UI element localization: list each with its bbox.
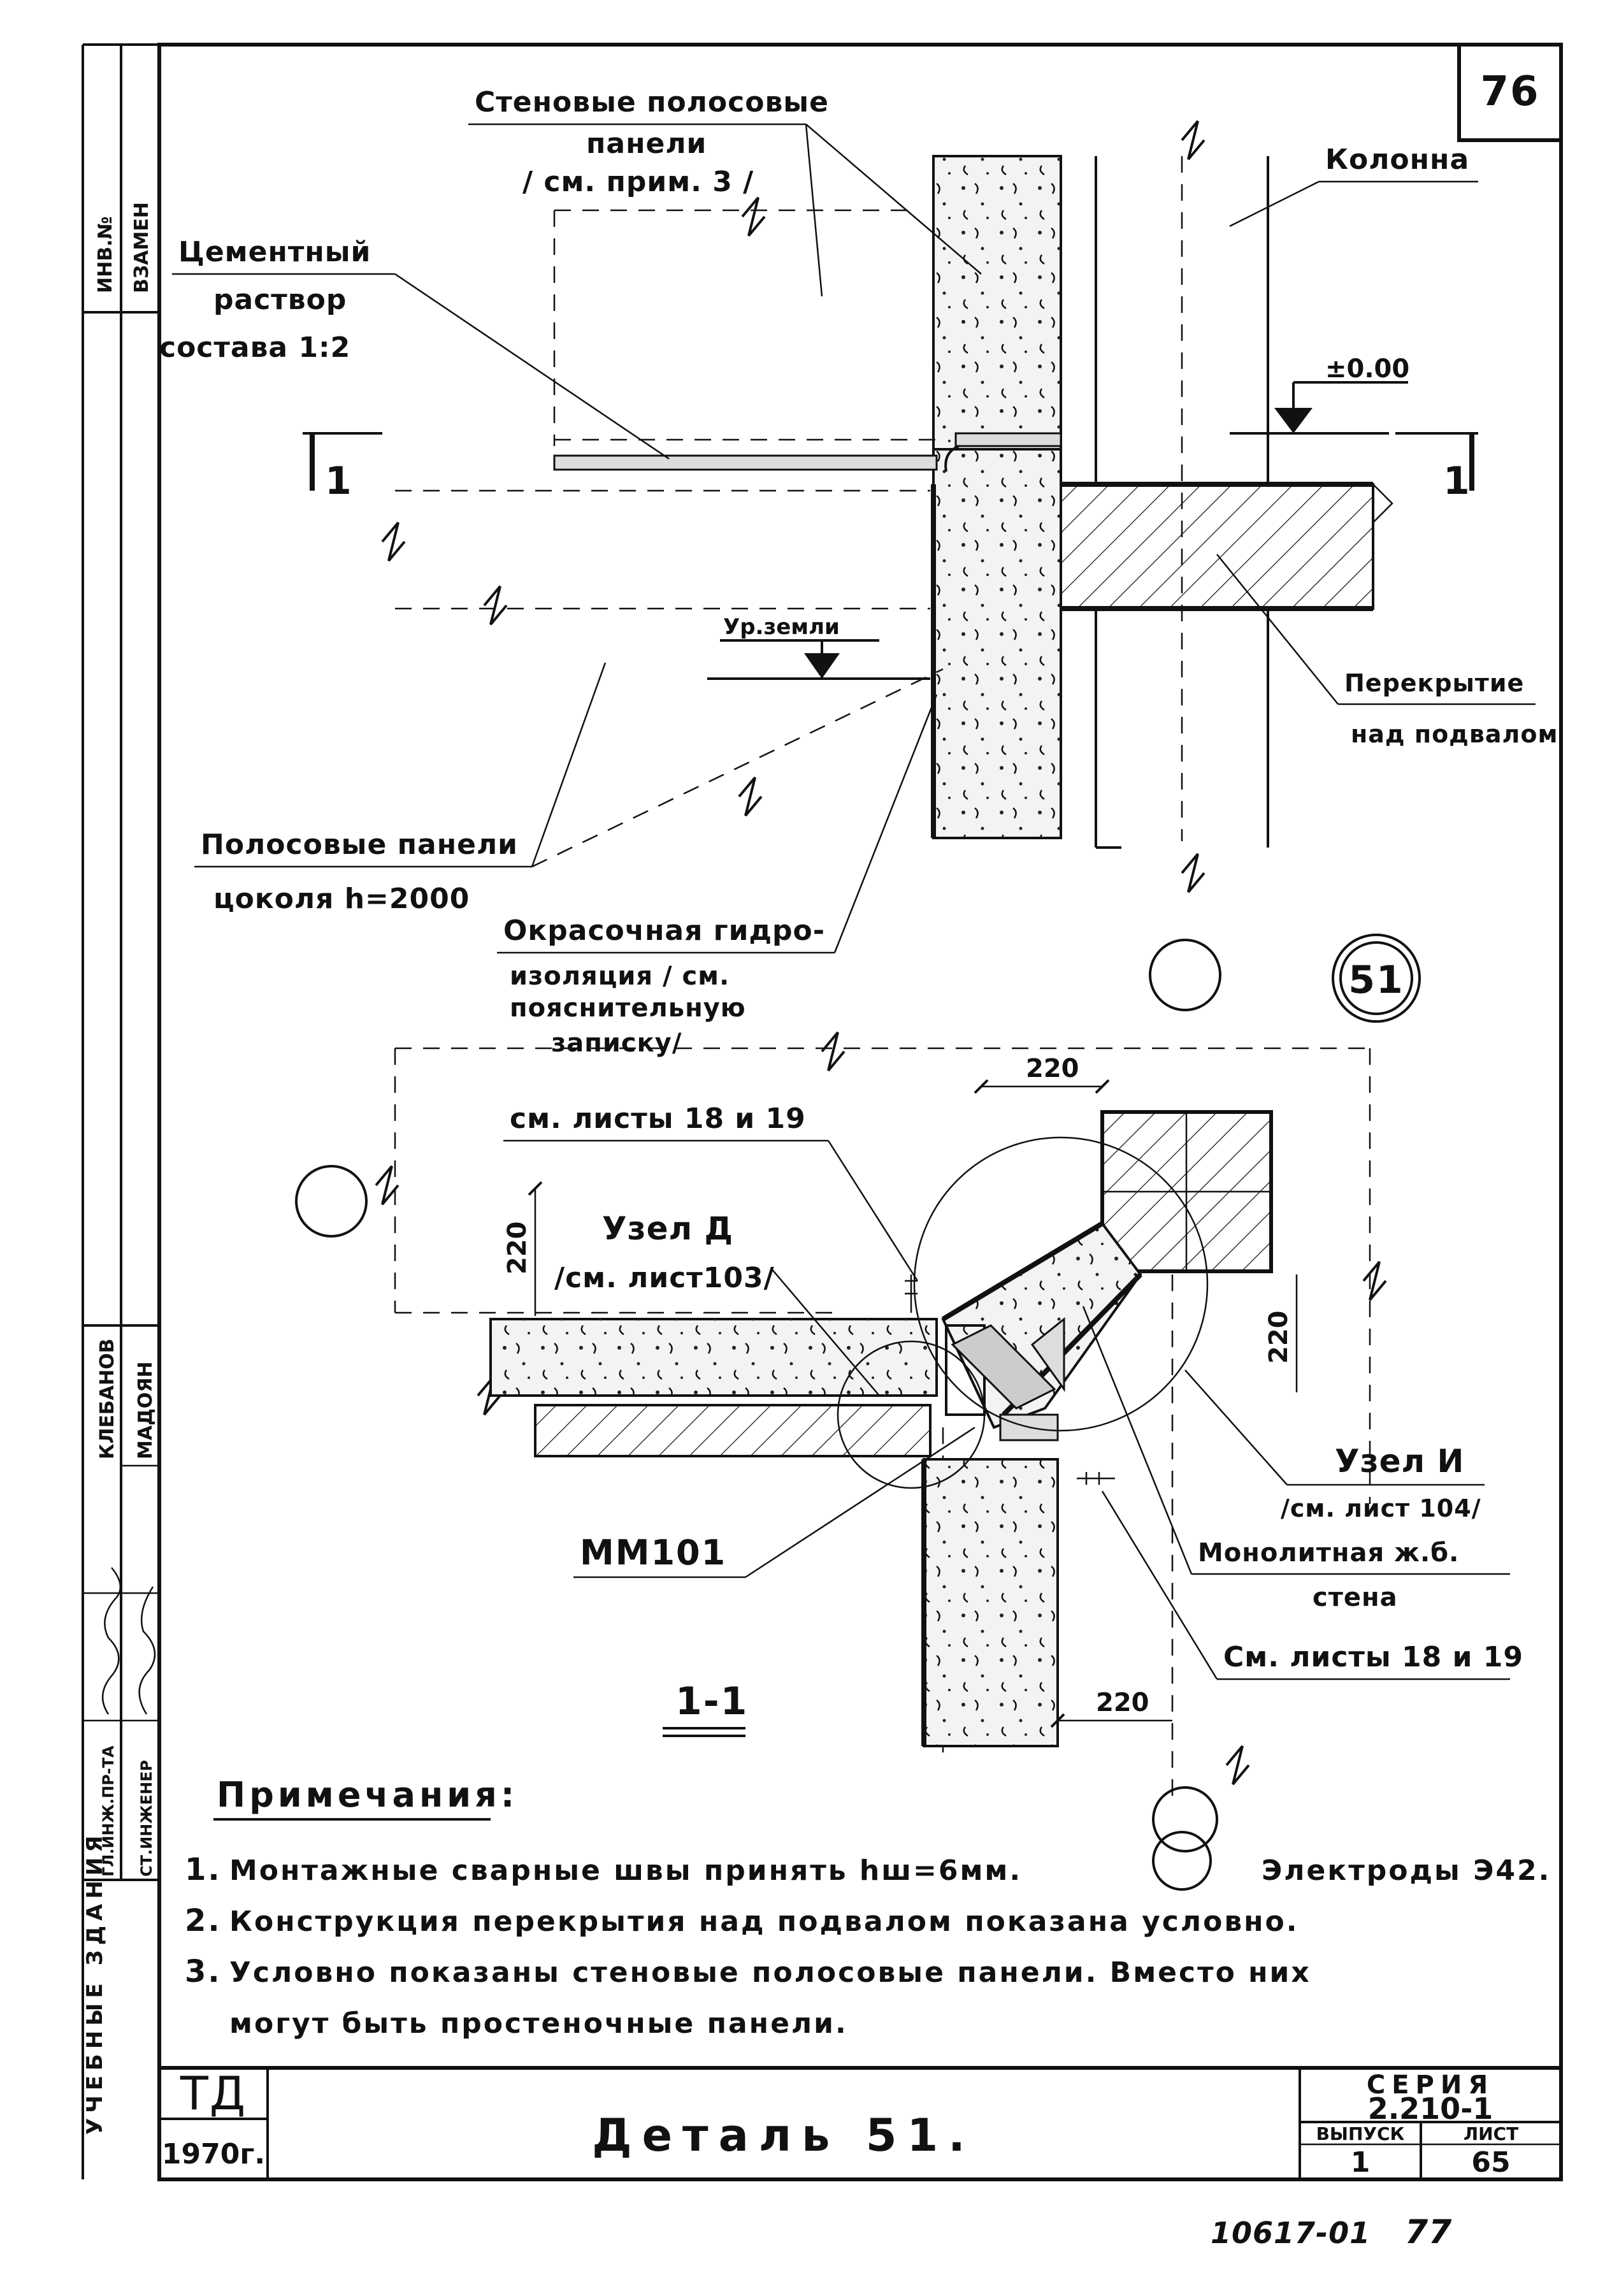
node-d-circle [837, 1340, 986, 1489]
side-strip: ИНВ.№ ВЗАМЕН ГЛ.ИНЖ.ПР-ТА СТ.ИНЖЕНЕР КЛЕ… [82, 202, 157, 2135]
signer2-role: СТ.ИНЖЕНЕР [138, 1760, 155, 1877]
svg-text:цоколя h=2000: цоколя h=2000 [213, 883, 470, 915]
note-2-number: 2. [185, 1903, 222, 1939]
notes: Примечания: 1. Монтажные сварные швы при… [185, 1775, 1551, 2040]
vertical-section: ±0.00 Ур.земли 1 1 [303, 120, 1478, 1011]
svg-text:1: 1 [1443, 459, 1471, 503]
cut-mark-right: 1 [1395, 432, 1478, 503]
inventory-number-label: ИНВ.№ [94, 216, 117, 293]
sheet-number: 76 [1480, 68, 1539, 115]
sheet-number-box: 76 [1457, 43, 1563, 142]
svg-text:/ см. прим. 3 /: / см. прим. 3 / [522, 166, 754, 198]
axis-bubble-left [295, 1165, 368, 1238]
sheet-frame [82, 43, 1563, 2181]
label-mm101: ММ101 [580, 1533, 726, 1573]
note-3-text: Условно показаны стеновые полосовые пане… [229, 1956, 1311, 1989]
section-title: 1-1 [675, 1679, 748, 1724]
dim-220-top: 220 [1026, 1054, 1079, 1083]
svg-text:/см. лист 104/: /см. лист 104/ [1281, 1494, 1481, 1522]
label-monolithic-wall: Монолитная ж.б. [1198, 1538, 1459, 1568]
top-section-labels: Стеновые полосовые панели / см. прим. 3 … [159, 86, 1558, 915]
vertical-caption: УЧЕБНЫЕ ЗДАНИЯ [82, 1831, 108, 2135]
note-3-number: 3. [185, 1954, 222, 1989]
label-waterproofing: Окрасочная гидро- [503, 914, 825, 947]
plan-detail-labels: Окрасочная гидро- изоляция / см. пояснит… [497, 694, 1523, 1680]
floor-slab [1060, 483, 1374, 610]
issue-value: 1 [1351, 2146, 1371, 2179]
note-1-text: Монтажные сварные швы принять hш=6мм. [229, 1854, 1022, 1887]
notes-heading: Примечания: [217, 1775, 518, 1815]
year-label: 1970г. [162, 2138, 265, 2170]
dimensions: 220 220 220 220 [503, 1054, 1298, 1728]
plan-detail: 51 220 220 220 220 1-1 [295, 934, 1421, 1852]
cut-mark-left: 1 [303, 432, 382, 503]
ground-level-mark: Ур.земли [707, 614, 930, 680]
title-block: ТД 1970г. Деталь 51. СЕРИЯ 2.210-1 ВЫПУС… [159, 2066, 1561, 2179]
archive-number: 10617-01 [1211, 2216, 1371, 2250]
svg-text:над подвалом: над подвалом [1351, 720, 1558, 748]
svg-text:изоляция / см.: изоляция / см. [510, 962, 730, 991]
sheet-title: Деталь 51. [592, 2109, 975, 2162]
label-cement-mortar: Цементный [178, 236, 371, 268]
issue-label: ВЫПУСК [1316, 2123, 1405, 2144]
svg-text:панели: панели [586, 127, 707, 160]
label-wall-panels: Стеновые полосовые [475, 86, 829, 119]
axis-bubble-bottom [1152, 1786, 1218, 1852]
series-value: 2.210-1 [1368, 2091, 1493, 2126]
ground-level-label: Ур.земли [723, 614, 840, 640]
svg-text:/см. лист103/: /см. лист103/ [554, 1262, 775, 1294]
replaces-label: ВЗАМЕН [131, 202, 153, 293]
signer1-name: КЛЕБАНОВ [96, 1339, 119, 1460]
level-zero-mark: ±0.00 [1230, 354, 1409, 435]
signature-1 [101, 1567, 121, 1715]
page-label: ЛИСТ [1464, 2123, 1518, 2144]
series-label: СЕРИЯ [1367, 2070, 1494, 2100]
svg-text:стена: стена [1313, 1583, 1398, 1612]
label-column: Колонна [1325, 143, 1469, 176]
page-ordinal: 77 [1405, 2213, 1452, 2251]
note-1-circle [1152, 1831, 1212, 1891]
label-see-sheets-top: см. листы 18 и 19 [510, 1102, 806, 1135]
svg-text:раствор: раствор [213, 284, 347, 316]
td-label: ТД [180, 2067, 247, 2120]
page-value: 65 [1471, 2146, 1510, 2179]
svg-text:пояснительную: пояснительную [510, 993, 746, 1023]
dim-220-bottom: 220 [1096, 1688, 1149, 1717]
svg-text:записку/: записку/ [551, 1029, 682, 1058]
svg-text:51: 51 [1348, 958, 1404, 1002]
signer2-name: МАДОЯН [134, 1361, 157, 1459]
node-i-circle [913, 1136, 1209, 1432]
plan-slab-strip [534, 1404, 932, 1457]
svg-text:1: 1 [325, 459, 353, 503]
level-zero-label: ±0.00 [1325, 354, 1409, 384]
note-3-continued: могут быть простеночные панели. [229, 2007, 848, 2040]
label-node-i: Узел И [1335, 1443, 1464, 1480]
label-floor-over-basement: Перекрытие [1344, 669, 1524, 697]
label-plinth-panels: Полосовые панели [201, 828, 518, 861]
label-node-d: Узел Д [602, 1210, 733, 1247]
dim-220-left: 220 [503, 1222, 532, 1275]
signer1-role: ГЛ.ИНЖ.ПР-ТА [99, 1745, 117, 1877]
note-2-text: Конструкция перекрытия над подвалом пока… [229, 1905, 1299, 1938]
signature-2 [138, 1586, 156, 1715]
note-1-tail: Электроды Э42. [1262, 1854, 1551, 1887]
label-see-sheets-bottom: См. листы 18 и 19 [1223, 1641, 1523, 1673]
dim-220-right: 220 [1264, 1311, 1293, 1364]
svg-text:состава 1:2: состава 1:2 [159, 331, 350, 364]
note-1-number: 1. [185, 1852, 222, 1888]
axis-bubble-top [1149, 939, 1221, 1011]
cement-mortar-bed [553, 454, 938, 471]
detail-marker-51: 51 [1332, 934, 1421, 1023]
